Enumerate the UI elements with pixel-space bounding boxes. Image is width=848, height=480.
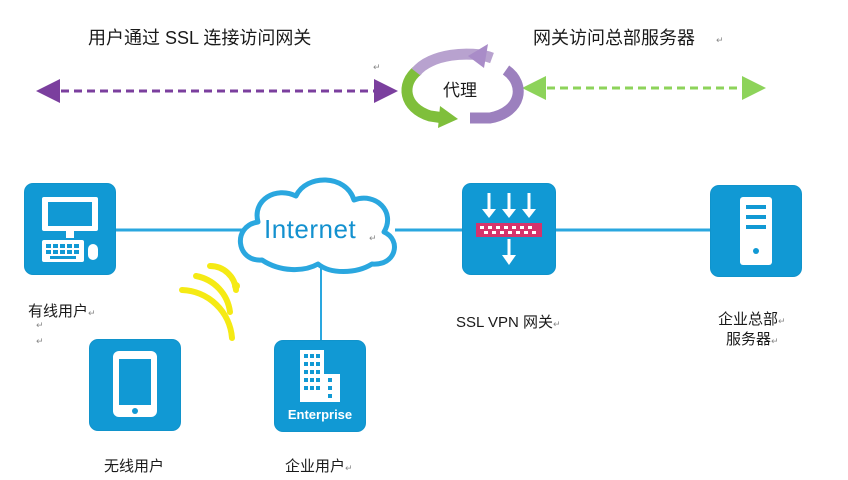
return-mark: ↵: [36, 320, 44, 330]
wireless-user-label: 无线用户: [104, 458, 165, 475]
return-mark: ↵: [36, 336, 44, 346]
proxy-cycle-icon: [401, 44, 524, 128]
wireless-user-tile: [89, 339, 181, 431]
internet-cloud-icon: [238, 177, 397, 274]
return-mark: ↵: [373, 62, 381, 72]
return-mark: ↵: [552, 319, 561, 329]
hq-server-label-line1: 企业总部↵: [718, 311, 786, 328]
enterprise-tile: Enterprise: [274, 340, 366, 432]
enterprise-user-label: 企业用户↵: [285, 458, 353, 475]
firewall-gateway-icon: [476, 193, 542, 265]
desktop-computer-icon: [42, 197, 98, 262]
wired-user-label: 有线用户↵: [28, 303, 96, 320]
internet-label: Internet: [264, 214, 357, 244]
return-mark: ↵: [771, 336, 779, 346]
ssl-vpn-gateway-label: SSL VPN 网关↵: [456, 314, 561, 331]
server-icon: [740, 197, 772, 265]
return-mark: ↵: [716, 35, 724, 45]
office-building-icon: [300, 350, 340, 402]
proxy-label: 代理: [443, 81, 477, 100]
enterprise-badge-text: Enterprise: [287, 407, 353, 422]
return-mark: ↵: [88, 308, 96, 318]
wired-user-tile: [24, 183, 116, 275]
hq-server-tile: [710, 185, 802, 277]
ssl-vpn-gateway-tile: [462, 183, 556, 275]
tablet-icon: [113, 351, 157, 417]
user-ssl-caption: 用户通过 SSL 连接访问网关: [88, 28, 312, 48]
return-mark: ↵: [778, 316, 786, 326]
gateway-to-server-caption: 网关访问总部服务器: [533, 28, 695, 48]
return-mark: ↵: [369, 233, 377, 243]
hq-server-label-line2: 服务器↵: [726, 331, 779, 348]
return-mark: ↵: [345, 463, 353, 473]
wifi-icon: [179, 262, 240, 341]
